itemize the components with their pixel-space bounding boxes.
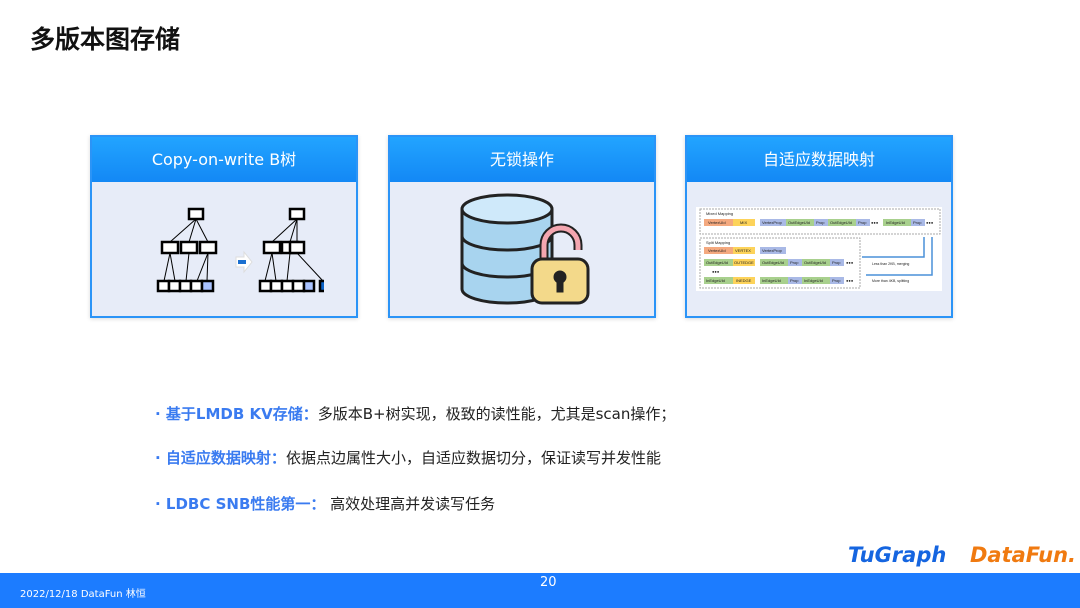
mapping-diagram: Mixed Mapping VertexUId MIX VertexProp O…	[696, 207, 942, 291]
diagram-label: Less than 2KB, merging	[872, 262, 909, 266]
diagram-label: Prop	[790, 260, 799, 265]
card-copy-on-write: Copy-on-write B树	[90, 135, 358, 318]
diagram-label: InEdgeUId	[706, 278, 725, 283]
diagram-label: ●●●	[846, 278, 854, 283]
diagram-label: Prop	[832, 260, 841, 265]
bullet-item: · LDBC SNB性能第一： 高效处理高并发读写任务	[155, 495, 496, 513]
diagram-label: Prop	[858, 220, 867, 225]
diagram-label: VertexProp	[762, 220, 783, 225]
bullet-key: LDBC SNB性能第一：	[165, 495, 326, 513]
diagram-label: VERTEX	[735, 248, 751, 253]
bullet-text: 多版本B+树实现，极致的读性能，尤其是scan操作；	[317, 405, 676, 423]
card-adaptive-mapping: 自适应数据映射 Mixed Mapping VertexUId MIX Vert…	[685, 135, 953, 318]
diagram-label: OutEdgeUId	[804, 260, 826, 265]
card-title: Copy-on-write B树	[92, 137, 356, 182]
btree-diagram-icon	[156, 207, 324, 293]
card-title: 无锁操作	[390, 137, 654, 182]
datafun-logo: DataFun.	[970, 543, 1077, 567]
diagram-label: VertexUId	[708, 248, 726, 253]
bullet-text: 高效处理高并发读写任务	[325, 495, 496, 513]
card-title: 自适应数据映射	[687, 137, 951, 182]
diagram-label: Mixed Mapping	[706, 211, 733, 216]
diagram-label: VertexProp	[762, 248, 783, 253]
footer-bar: 2022/12/18 DataFun 林恒 20	[0, 573, 1080, 608]
diagram-label: Prop	[913, 220, 922, 225]
diagram-label: VertexUId	[708, 220, 726, 225]
diagram-label: Split Mapping	[706, 240, 730, 245]
tugraph-logo: TuGraph	[848, 543, 947, 567]
diagram-label: Prop	[832, 278, 841, 283]
diagram-label: Prop	[790, 278, 799, 283]
diagram-label: More than 4KB, splitting	[872, 279, 909, 283]
card-lock-free: 无锁操作	[388, 135, 656, 318]
bullet-item: · 基于LMDB KV存储：多版本B+树实现，极致的读性能，尤其是scan操作；	[155, 405, 676, 423]
diagram-label: OutEdgeUId	[706, 260, 728, 265]
diagram-label: Prop	[816, 220, 825, 225]
diagram-label: MIX	[740, 220, 747, 225]
bullet-item: · 自适应数据映射：依据点边属性大小，自适应数据切分，保证读写并发性能	[155, 449, 661, 467]
diagram-label: INEDGE	[736, 278, 752, 283]
diagram-label: OutEdgeUId	[788, 220, 810, 225]
page-number: 20	[540, 575, 557, 590]
bullet-key: 自适应数据映射：	[165, 449, 286, 467]
diagram-label: ●●●	[926, 220, 934, 225]
footer-date-author: 2022/12/18 DataFun 林恒	[20, 589, 146, 600]
diagram-label: InEdgeUId	[804, 278, 823, 283]
diagram-label: InEdgeUId	[762, 278, 781, 283]
diagram-label: ●●●	[712, 269, 720, 274]
diagram-label: ●●●	[871, 220, 879, 225]
bullet-key: 基于LMDB KV存储：	[165, 405, 318, 423]
diagram-label: OutEdgeUId	[762, 260, 784, 265]
page-title: 多版本图存储	[30, 25, 181, 54]
diagram-label: OutEdgeUId	[830, 220, 852, 225]
diagram-label: InEdgeUId	[886, 220, 905, 225]
database-lock-icon	[460, 193, 590, 305]
diagram-label: OUTEDGE	[734, 260, 754, 265]
diagram-label: ●●●	[846, 260, 854, 265]
bullet-text: 依据点边属性大小，自适应数据切分，保证读写并发性能	[285, 449, 661, 467]
